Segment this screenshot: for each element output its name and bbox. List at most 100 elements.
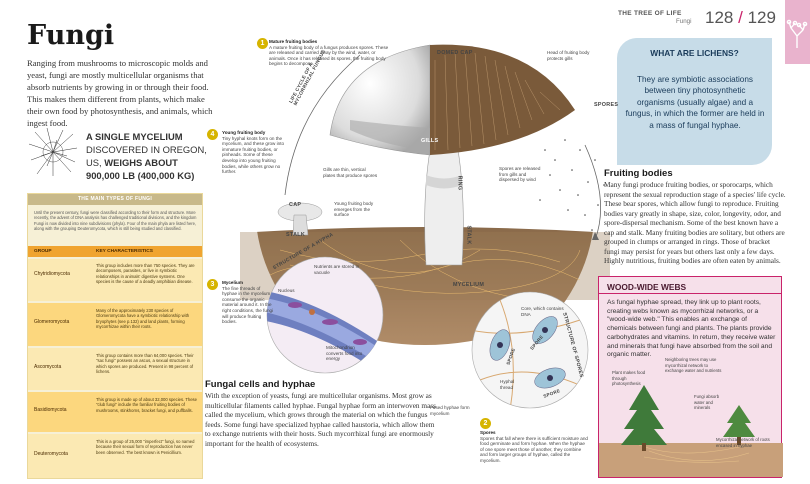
label-hyphal-thread: Hyphal thread xyxy=(500,379,515,390)
trees-illustration xyxy=(599,385,783,477)
mycelium-label: MYCELIUM xyxy=(453,282,485,288)
tree-right xyxy=(723,405,755,437)
row-group-name: Ascomycota xyxy=(34,364,62,370)
row-group-name: Chytridiomycota xyxy=(34,271,70,277)
step-2-title: Spores xyxy=(480,430,496,435)
spores-label: SPORES xyxy=(594,102,619,108)
step-2-badge: 2 xyxy=(480,418,491,429)
fruiting-heading: Fruiting bodies xyxy=(604,168,673,179)
domed-cap-label: DOMED CAP xyxy=(437,50,473,56)
cycle-arrows xyxy=(284,54,602,241)
fact-part-3: weighs about xyxy=(104,157,178,168)
wood-wide-text: As fungal hyphae spread, they link up to… xyxy=(607,299,776,359)
step-3-badge: 3 xyxy=(207,279,218,290)
col-key-header: KEY CHARACTERISTICS xyxy=(96,249,153,254)
cap-label: CAP xyxy=(289,202,302,208)
hyphae-heading: Fungal cells and hyphae xyxy=(205,379,316,390)
step-2-body: Spores that fall where there is sufficie… xyxy=(480,435,588,463)
ring-label: RING xyxy=(456,175,463,191)
row-description: This group contains more than 64,000 spe… xyxy=(96,353,194,374)
step-1-title: Mature fruiting bodies xyxy=(269,39,318,44)
fungus-lifecycle-diagram xyxy=(240,44,610,409)
gills-label: GILLS xyxy=(421,138,439,144)
row-group-name: Deuteromycota xyxy=(34,451,68,457)
table-header-row: GROUP KEY CHARACTERISTICS xyxy=(28,246,202,257)
label-spores-released: Spores are released from gills and dispe… xyxy=(499,166,541,183)
step-3-body: The fine threads of hyphae in the myceli… xyxy=(222,285,274,325)
mushroom-ring xyxy=(426,175,462,189)
lichens-box: WHAT ARE LICHENS? They are symbiotic ass… xyxy=(617,38,772,165)
page-left: 128 xyxy=(705,8,734,27)
step-4-body: Tiny hyphal knots form on the mycelium, … xyxy=(222,135,285,175)
label-young: Young fruiting body emerges from the sur… xyxy=(334,201,374,218)
spore-detail xyxy=(471,291,589,409)
gill-lines xyxy=(434,51,561,151)
wood-wide-webs-box: WOOD-WIDE WEBS As fungal hyphae spread, … xyxy=(598,276,783,478)
gills-underside xyxy=(350,120,430,150)
tree-left xyxy=(621,385,667,445)
label-network: Mycorrhizal network of roots encased in … xyxy=(716,437,770,448)
spore-dots xyxy=(539,139,605,231)
hyphae-text: With the exception of yeasts, fungi are … xyxy=(205,391,436,448)
label-trees: Neighboring trees may use mycorrhizal ne… xyxy=(665,357,722,374)
step-4-badge: 4 xyxy=(207,129,218,140)
label-nutrients: Nutrients are stored in vacuole xyxy=(314,264,360,275)
table-row: Ascomycota This group contains more than… xyxy=(28,348,202,390)
label-plant: Plant makes food through photosynthesis xyxy=(612,370,646,387)
mushroom-stalk xyxy=(424,149,464,266)
page-numbers: 128 / 129 xyxy=(705,8,776,28)
stalk-label: STALK xyxy=(465,225,472,245)
label-head: Head of fruiting body protects gills xyxy=(547,50,590,61)
label-nucleus: Nucleus xyxy=(278,288,295,293)
hypha-detail xyxy=(266,256,384,374)
label-fungi-absorb: Fungi absorb water and minerals xyxy=(694,394,720,411)
step-4-title: Young fruiting body xyxy=(222,130,266,135)
lichens-answer: They are symbiotic associations between … xyxy=(625,75,765,130)
section-label: THE TREE OF LIFE xyxy=(618,10,682,17)
row-group-name: Glomeromycota xyxy=(34,319,70,325)
row-description: This is a group of 25,000 "imperfect" fu… xyxy=(96,439,195,455)
intro-text: Ranging from mushrooms to microscopic mo… xyxy=(27,58,213,128)
fact-part-4: 900,000 lb (400,000 kg) xyxy=(86,170,195,181)
mycelium-ball-illustration xyxy=(28,127,78,176)
table-intro: Until the present century, fungi were cl… xyxy=(34,210,197,231)
lichens-question: WHAT ARE LICHENS? xyxy=(650,48,739,58)
step-3-title: Mycelium xyxy=(222,280,243,285)
row-group-name: Basidiomycota xyxy=(34,407,67,413)
col-group-header: GROUP xyxy=(34,249,52,254)
step-1-badge: 1 xyxy=(257,38,268,49)
table-row: Chytridiomycota This group includes more… xyxy=(28,259,202,301)
table-title: THE MAIN TYPES OF FUNGI xyxy=(28,194,202,205)
wood-wide-divider xyxy=(599,293,781,294)
step-1-body: A mature fruiting body of a fungus produ… xyxy=(269,44,389,67)
fact-part-1: A single mycelium xyxy=(86,131,183,142)
mushroom-cap-cutaway xyxy=(430,44,575,155)
fact-part-2: discovered in Oregon, US, xyxy=(86,144,207,168)
row-description: This group includes more than 750 specie… xyxy=(96,263,195,284)
table-row: Deuteromycota This is a group of 25,000 … xyxy=(28,434,202,478)
table-row: Basidiomycota This group is made up of a… xyxy=(28,392,202,432)
wood-wide-heading: WOOD-WIDE WEBS xyxy=(607,282,687,292)
fruiting-text: Many fungi produce fruiting bodies, or s… xyxy=(604,180,786,265)
page-separator: / xyxy=(738,8,743,27)
label-fused-hyphae: Fused hyphae form mycelium xyxy=(430,405,470,416)
tree-of-life-icon xyxy=(786,19,808,48)
label-mitochondrion: Mitochondrion converts food into energy xyxy=(326,345,363,362)
row-description: Many of the approximately 230 species of… xyxy=(96,308,190,329)
row-description: This group is made up of about 32,000 sp… xyxy=(96,397,197,413)
fungi-types-table: THE MAIN TYPES OF FUNGI Until the presen… xyxy=(27,193,203,479)
page-right: 129 xyxy=(747,8,776,27)
label-gills: Gills are thin, vertical plates that pro… xyxy=(323,167,378,178)
table-row: Glomeromycota Many of the approximately … xyxy=(28,303,202,346)
chapter-tab xyxy=(785,0,810,64)
page-title: Fungi xyxy=(27,20,115,51)
young-fruiting-body xyxy=(277,202,323,236)
stalk-small-label: STALK xyxy=(286,232,306,238)
mycelium-fact: A single mycelium discovered in Oregon, … xyxy=(86,130,211,182)
subsection-label: Fungi xyxy=(676,18,692,25)
label-core: Core, which contains DNA xyxy=(521,306,564,317)
